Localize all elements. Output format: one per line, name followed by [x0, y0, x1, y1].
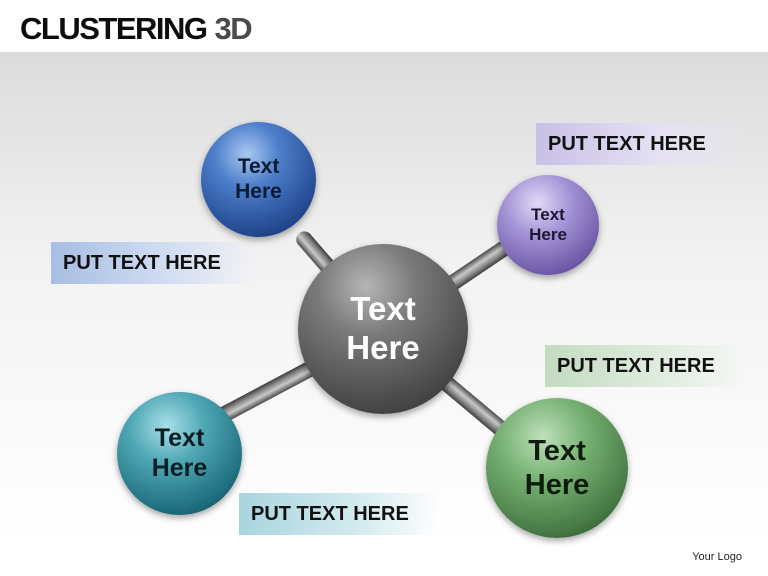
node-bottom-left: Text Here: [117, 392, 242, 515]
footer-logo-text: Your Logo: [692, 551, 742, 563]
node-center-line1: Text: [350, 290, 416, 328]
label-bottom: PUT TEXT HERE: [239, 493, 439, 535]
label-top-right: PUT TEXT HERE: [536, 123, 748, 165]
node-bottom-left-line2: Here: [151, 453, 208, 482]
node-center: Text Here: [298, 244, 468, 414]
node-center-line2: Here: [346, 329, 420, 366]
label-right: PUT TEXT HERE: [545, 345, 748, 387]
node-bottom-right-line2: Here: [524, 469, 590, 501]
node-bottom-right: Text Here: [486, 398, 628, 538]
node-top-right-line2: Here: [529, 225, 567, 244]
label-left: PUT TEXT HERE: [51, 242, 256, 284]
node-top-right: Text Here: [497, 175, 599, 275]
title-main: CLUSTERING: [20, 11, 208, 46]
node-top-right-line1: Text: [531, 204, 565, 224]
node-top-left-line1: Text: [237, 154, 280, 178]
title-accent: 3D: [214, 11, 253, 46]
node-bottom-right-line1: Text: [528, 434, 586, 467]
node-top-left-line2: Here: [235, 179, 282, 203]
node-top-left: Text Here: [201, 122, 316, 237]
node-bottom-left-line1: Text: [154, 424, 205, 452]
